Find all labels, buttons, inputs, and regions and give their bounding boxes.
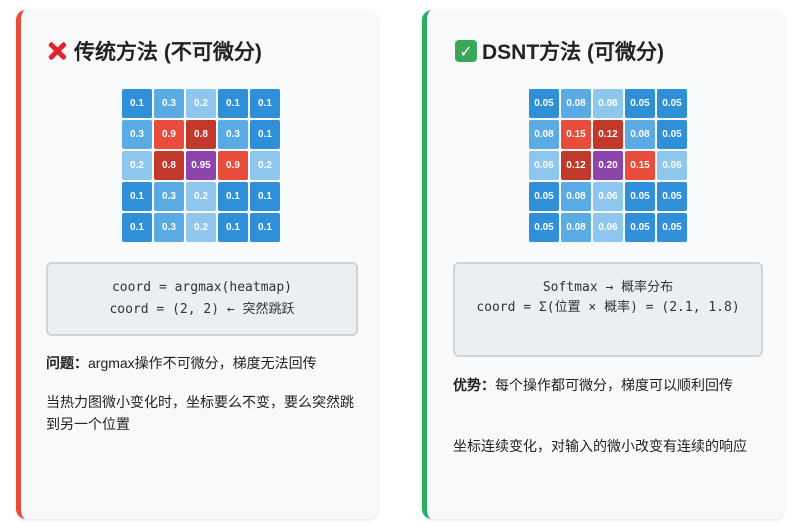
red-cross-icon: [46, 40, 68, 62]
heatmap-cell: 0.9: [154, 120, 184, 149]
heatmap-cell: 0.05: [529, 213, 559, 242]
advantage-text: 每个操作都可微分，梯度可以顺利回传: [495, 377, 733, 393]
heatmap-cell: 0.08: [529, 120, 559, 149]
dsnt-title-text: DSNT方法 (可微分): [482, 41, 664, 64]
heatmap-cell: 0.06: [657, 151, 687, 180]
heatmap-cell: 0.3: [122, 120, 152, 149]
heatmap-cell: 0.05: [657, 120, 687, 149]
heatmap-cell: 0.05: [657, 213, 687, 242]
heatmap-cell: 0.15: [561, 120, 591, 149]
heatmap-cell: 0.2: [186, 182, 216, 211]
heatmap-cell: 0.05: [625, 182, 655, 211]
heatmap-cell: 0.05: [625, 89, 655, 118]
heatmap-cell: 0.3: [154, 182, 184, 211]
heatmap-cell: 0.06: [593, 89, 623, 118]
code-line: coord = argmax(heatmap): [111, 280, 292, 295]
heatmap-cell: 0.08: [561, 89, 591, 118]
heatmap-cell: 0.05: [657, 89, 687, 118]
heatmap-cell: 0.08: [625, 120, 655, 149]
heatmap-cell: 0.06: [529, 151, 559, 180]
heatmap-cell: 0.1: [250, 89, 280, 118]
traditional-method-title: 传统方法 (不可微分): [46, 36, 262, 66]
heatmap-cell: 0.3: [154, 89, 184, 118]
code-line: coord = Σ(位置 × 概率) = (2.1, 1.8): [476, 300, 740, 315]
heatmap-cell: 0.05: [625, 213, 655, 242]
heatmap-cell: 0.1: [250, 182, 280, 211]
heatmap-cell: 0.1: [250, 120, 280, 149]
heatmap-cell: 0.15: [625, 151, 655, 180]
heatmap-cell: 0.1: [218, 182, 248, 211]
heatmap-cell: 0.05: [529, 182, 559, 211]
heatmap-cell: 0.08: [561, 182, 591, 211]
advantage-detail-paragraph: 坐标连续变化，对输入的微小改变有连续的响应: [453, 438, 747, 454]
heatmap-cell: 0.1: [122, 89, 152, 118]
problem-text: argmax操作不可微分，梯度无法回传: [88, 355, 317, 371]
heatmap-cell: 0.05: [529, 89, 559, 118]
argmax-code-box: coord = argmax(heatmap) coord = (2, 2) ←…: [46, 262, 358, 336]
heatmap-cell: 0.20: [593, 151, 623, 180]
heatmap-cell: 0.2: [186, 89, 216, 118]
traditional-title-text: 传统方法 (不可微分): [74, 41, 262, 64]
green-check-icon: ✓: [455, 40, 477, 62]
heatmap-cell: 0.06: [593, 182, 623, 211]
heatmap-cell: 0.8: [186, 120, 216, 149]
heatmap-cell: 0.1: [122, 182, 152, 211]
advantage-paragraph: 优势：每个操作都可微分，梯度可以顺利回传: [453, 374, 768, 396]
heatmap-cell: 0.12: [593, 120, 623, 149]
heatmap-cell: 0.3: [154, 213, 184, 242]
heatmap-cell: 0.1: [218, 213, 248, 242]
problem-paragraph: 问题：argmax操作不可微分，梯度无法回传: [46, 352, 366, 374]
heatmap-cell: 0.12: [561, 151, 591, 180]
heatmap-cell: 0.08: [561, 213, 591, 242]
heatmap-cell: 0.2: [186, 213, 216, 242]
code-line: coord = (2, 2) ← 突然跳跃: [109, 302, 295, 317]
heatmap-cell: 0.3: [218, 120, 248, 149]
problem-detail-paragraph: 当热力图微小变化时，坐标要么不变，要么突然跳到另一个位置: [46, 394, 354, 432]
heatmap-cell: 0.1: [250, 213, 280, 242]
heatmap-cell: 0.95: [186, 151, 216, 180]
heatmap-cell: 0.2: [122, 151, 152, 180]
heatmap-cell: 0.8: [154, 151, 184, 180]
heatmap-cell: 0.05: [657, 182, 687, 211]
advantage-label: 优势：: [453, 377, 495, 393]
dsnt-code-box: Softmax → 概率分布 coord = Σ(位置 × 概率) = (2.1…: [453, 262, 763, 357]
heatmap-cell: 0.1: [122, 213, 152, 242]
heatmap-cell: 0.9: [218, 151, 248, 180]
heatmap-cell: 0.1: [218, 89, 248, 118]
problem-label: 问题：: [46, 355, 88, 371]
heatmap-cell: 0.2: [250, 151, 280, 180]
heatmap-cell: 0.06: [593, 213, 623, 242]
dsnt-method-title: ✓ DSNT方法 (可微分): [455, 36, 664, 66]
code-line: Softmax → 概率分布: [542, 280, 674, 295]
